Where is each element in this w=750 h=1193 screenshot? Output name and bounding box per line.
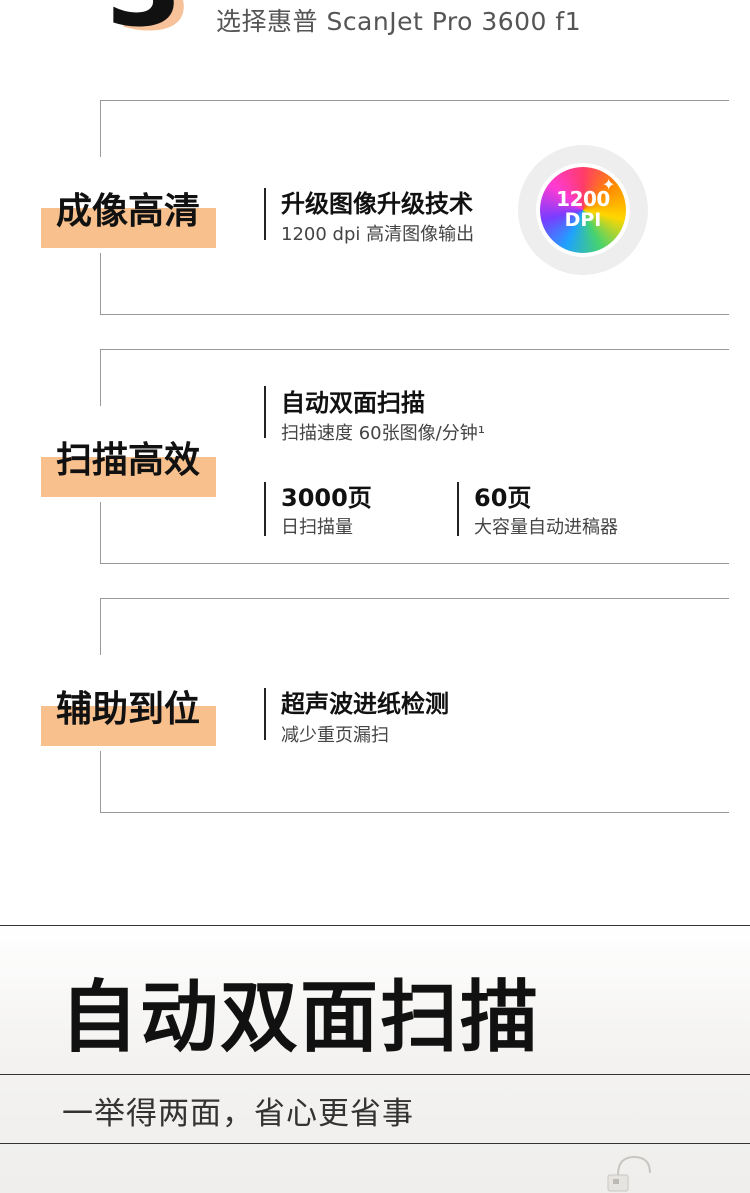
item-title: 3000页 — [281, 484, 372, 512]
badge-line2: DPI — [564, 209, 602, 231]
card-frame-left-lower — [100, 751, 101, 813]
card-frame-bottom — [100, 812, 729, 813]
item-title: 升级图像升级技术 — [281, 190, 473, 218]
item-title: 自动双面扫描 — [281, 389, 425, 417]
dpi-color-wheel-icon: 1200 DPI ✦ — [518, 145, 648, 275]
item-subtitle: 扫描速度 60张图像/分钟¹ — [281, 423, 485, 444]
card-frame-left-lower — [100, 253, 101, 315]
card-frame-left-upper — [100, 100, 101, 157]
feature-label: 辅助到位 — [56, 689, 201, 730]
item-subtitle: 减少重页漏扫 — [281, 725, 389, 746]
card-frame-bottom — [100, 563, 729, 564]
card-frame-left-upper — [100, 598, 101, 655]
item-divider — [264, 482, 266, 536]
section-number-shadow: 3 — [116, 0, 193, 40]
feature-label: 成像高清 — [56, 191, 201, 232]
scanner-device-icon — [607, 1155, 651, 1192]
section-number-text: 3 — [106, 0, 183, 40]
feature-card-imaging: 成像高清 升级图像升级技术 1200 dpi 高清图像输出 — [0, 100, 750, 316]
card-frame-top — [100, 598, 729, 599]
item-divider — [264, 188, 266, 240]
card-frame-left-upper — [100, 349, 101, 406]
banner-line-bottom — [0, 1143, 750, 1144]
badge-line1: 1200 — [556, 187, 610, 211]
banner-title: 自动双面扫描 — [60, 973, 541, 1063]
feature-label-highlight — [41, 706, 216, 746]
card-frame-left-lower — [100, 502, 101, 564]
card-frame-top — [100, 100, 729, 101]
badge-ring: 1200 DPI ✦ — [540, 167, 626, 253]
item-subtitle: 1200 dpi 高清图像输出 — [281, 224, 475, 245]
item-divider — [264, 688, 266, 740]
item-title: 超声波进纸检测 — [281, 690, 449, 718]
card-frame-bottom — [100, 314, 729, 315]
section-subtitle: 选择惠普 ScanJet Pro 3600 f1 — [216, 7, 582, 36]
feature-banner: 自动双面扫描 一举得两面，省心更省事 — [0, 925, 750, 1193]
feature-label-highlight — [41, 208, 216, 248]
item-divider — [457, 482, 459, 536]
banner-line-top — [0, 925, 750, 926]
feature-label-highlight — [41, 457, 216, 497]
sparkle-icon: ✦ — [602, 177, 616, 194]
feature-card-assist: 辅助到位 超声波进纸检测 减少重页漏扫 — [0, 598, 750, 814]
item-title: 60页 — [474, 484, 532, 512]
feature-label: 扫描高效 — [56, 440, 201, 481]
banner-line-middle — [0, 1074, 750, 1075]
item-subtitle: 日扫描量 — [281, 517, 353, 538]
item-divider — [264, 386, 266, 438]
banner-subtitle: 一举得两面，省心更省事 — [62, 1096, 414, 1132]
feature-card-efficiency: 扫描高效 自动双面扫描 扫描速度 60张图像/分钟¹ 3000页 日扫描量 60… — [0, 349, 750, 565]
card-frame-top — [100, 349, 729, 350]
section-number: 3 3 — [100, 0, 210, 40]
item-subtitle: 大容量自动进稿器 — [474, 517, 618, 538]
